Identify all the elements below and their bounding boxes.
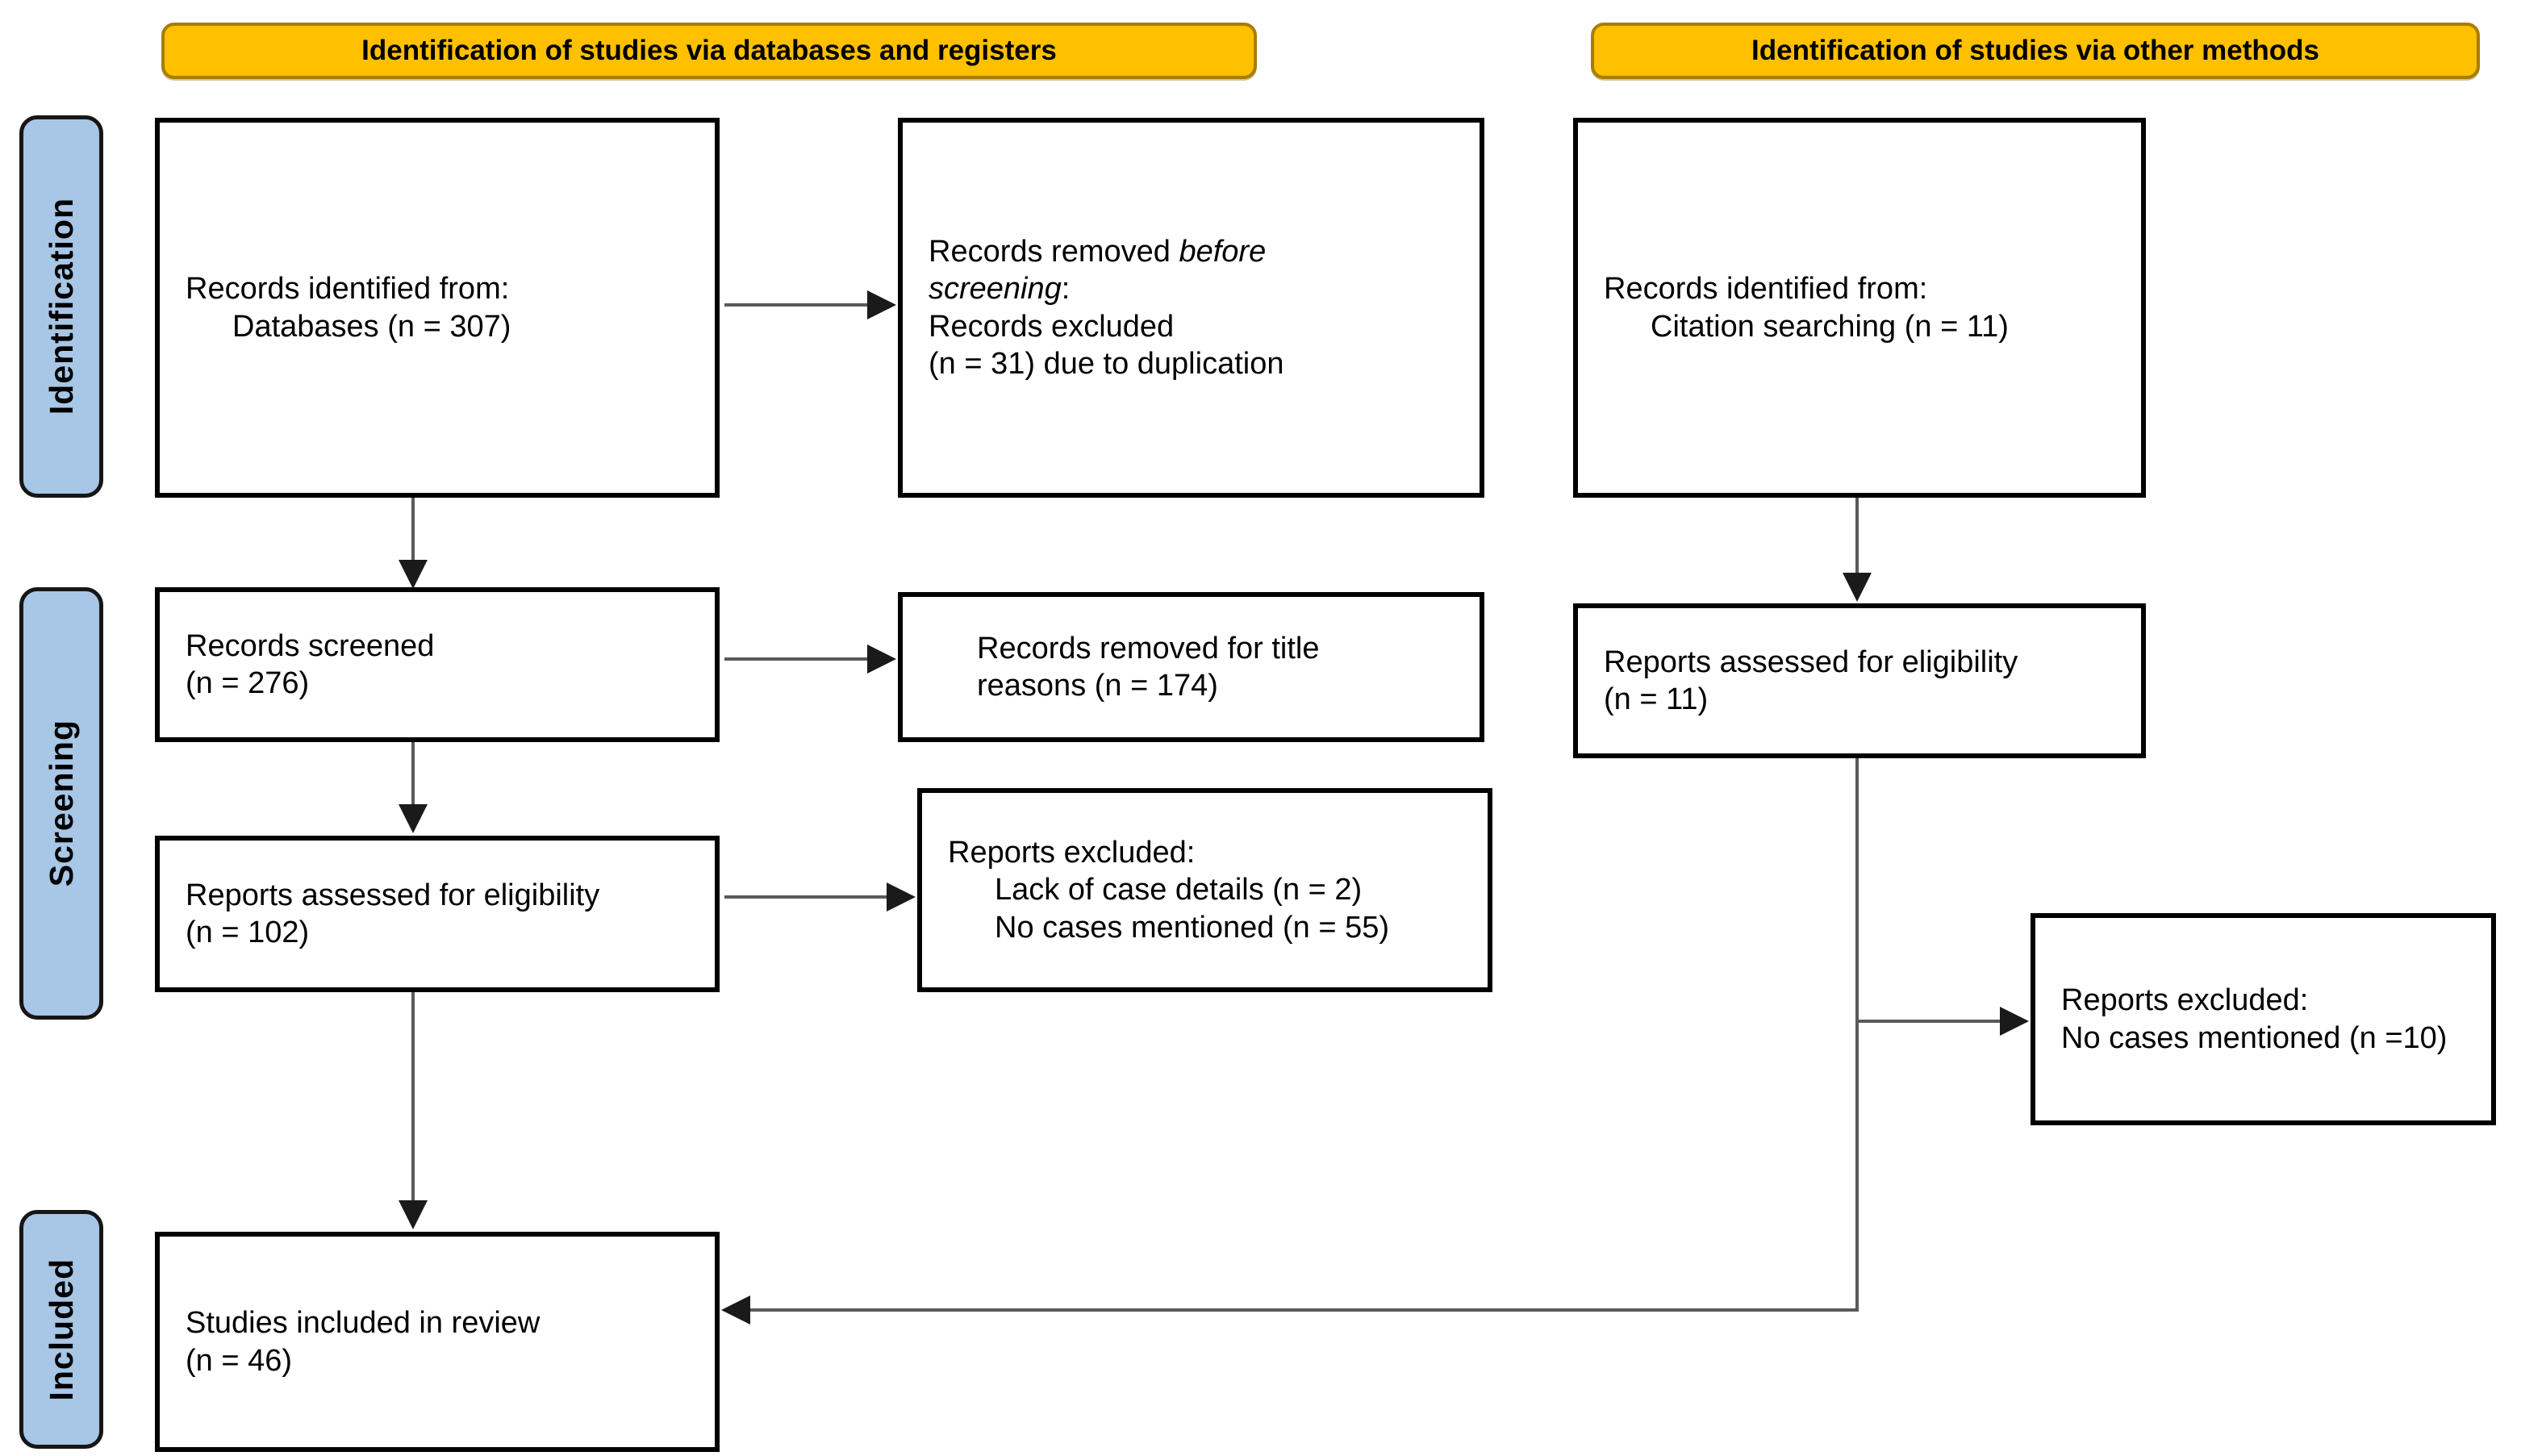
records-identified-line1: Records identified from: [186, 272, 510, 307]
connector-screened-to-assessed [411, 742, 415, 808]
box-reports-assessed-right: Reports assessed for eligibility (n = 11… [1573, 603, 2146, 758]
records-identified-line2: Databases (n = 307) [232, 309, 511, 344]
records-screened-line2: (n = 276) [186, 666, 310, 700]
reports-assessed-right-line2: (n = 11) [1604, 682, 1709, 716]
title-removed-line2: reasons (n = 174) [977, 669, 1218, 703]
box-reports-assessed-left: Reports assessed for eligibility (n = 10… [155, 836, 720, 992]
connector-assessed-right-trunk [1855, 758, 1859, 1312]
box-studies-included: Studies included in review (n = 46) [155, 1232, 720, 1452]
box-reports-excluded-right: Reports excluded: No cases mentioned (n … [2031, 913, 2496, 1125]
connector-assessed-to-included [411, 992, 415, 1204]
studies-included-line1: Studies included in review [186, 1306, 541, 1341]
reports-excluded-right-line1: Reports excluded: [2061, 983, 2309, 1018]
reports-assessed-right-line1: Reports assessed for eligibility [1604, 645, 2018, 679]
header-other-methods: Identification of studies via other meth… [1591, 23, 2480, 79]
arrowhead-identified-to-screened [399, 560, 428, 589]
reports-excluded-left-line3: No cases mentioned (n = 55) [995, 910, 1389, 945]
box-records-identified: Records identified from: Databases (n = … [155, 118, 720, 498]
arrowhead-trunk-to-included [721, 1295, 750, 1325]
arrowhead-trunk-to-excluded-right [2000, 1007, 2029, 1036]
box-reports-excluded-left: Reports excluded: Lack of case details (… [917, 788, 1492, 992]
header-databases-registers-label: Identification of studies via databases … [361, 35, 1057, 66]
connector-trunk-to-excluded-right [1857, 1020, 2002, 1023]
box-citation-identified: Records identified from: Citation search… [1573, 118, 2146, 498]
connector-assessed-to-excluded-left [724, 895, 889, 899]
box-records-removed-before-screening: Records removed before screening: Record… [898, 118, 1484, 498]
reports-excluded-left-line1: Reports excluded: [948, 835, 1196, 870]
arrowhead-identified-to-removed [867, 290, 896, 319]
title-removed-line1: Records removed for title [977, 631, 1320, 665]
records-screened-line1: Records screened [186, 628, 435, 663]
header-other-methods-label: Identification of studies via other meth… [1751, 35, 2319, 66]
citation-identified-line1: Records identified from: [1604, 272, 1928, 307]
reports-excluded-left-line2: Lack of case details (n = 2) [995, 873, 1363, 907]
arrowhead-citation-to-assessed-right [1843, 573, 1872, 602]
citation-identified-line2: Citation searching (n = 11) [1651, 309, 2009, 344]
box-title-removed: Records removed for title reasons (n = 1… [898, 592, 1484, 742]
records-removed-line4: (n = 31) due to duplication [929, 346, 1284, 381]
box-records-screened: Records screened (n = 276) [155, 587, 720, 742]
sidebar-included: Included [19, 1210, 103, 1449]
records-removed-line1: Records removed before [929, 234, 1267, 269]
connector-screened-to-title-removed [724, 657, 870, 661]
sidebar-screening-label: Screening [42, 720, 80, 887]
reports-excluded-right-line2: No cases mentioned (n =10) [2061, 1020, 2448, 1055]
arrowhead-assessed-to-excluded-left [887, 882, 916, 912]
connector-trunk-to-included [749, 1308, 1859, 1312]
arrowhead-screened-to-title-removed [867, 645, 896, 674]
reports-assessed-left-line2: (n = 102) [186, 916, 310, 949]
connector-citation-to-assessed-right [1855, 498, 1859, 577]
header-databases-registers: Identification of studies via databases … [161, 23, 1257, 79]
records-removed-line3: Records excluded [929, 309, 1175, 344]
studies-included-line2: (n = 46) [186, 1343, 293, 1378]
records-removed-line2: screening: [929, 272, 1071, 307]
arrowhead-assessed-to-included [399, 1200, 428, 1229]
arrowhead-screened-to-assessed [399, 804, 428, 833]
connector-identified-to-screened [411, 498, 415, 564]
sidebar-identification-label: Identification [42, 198, 80, 415]
connector-identified-to-removed [724, 303, 870, 307]
sidebar-screening: Screening [19, 587, 103, 1020]
reports-assessed-left-line1: Reports assessed for eligibility [186, 878, 600, 912]
sidebar-identification: Identification [19, 115, 103, 498]
sidebar-included-label: Included [42, 1258, 80, 1401]
